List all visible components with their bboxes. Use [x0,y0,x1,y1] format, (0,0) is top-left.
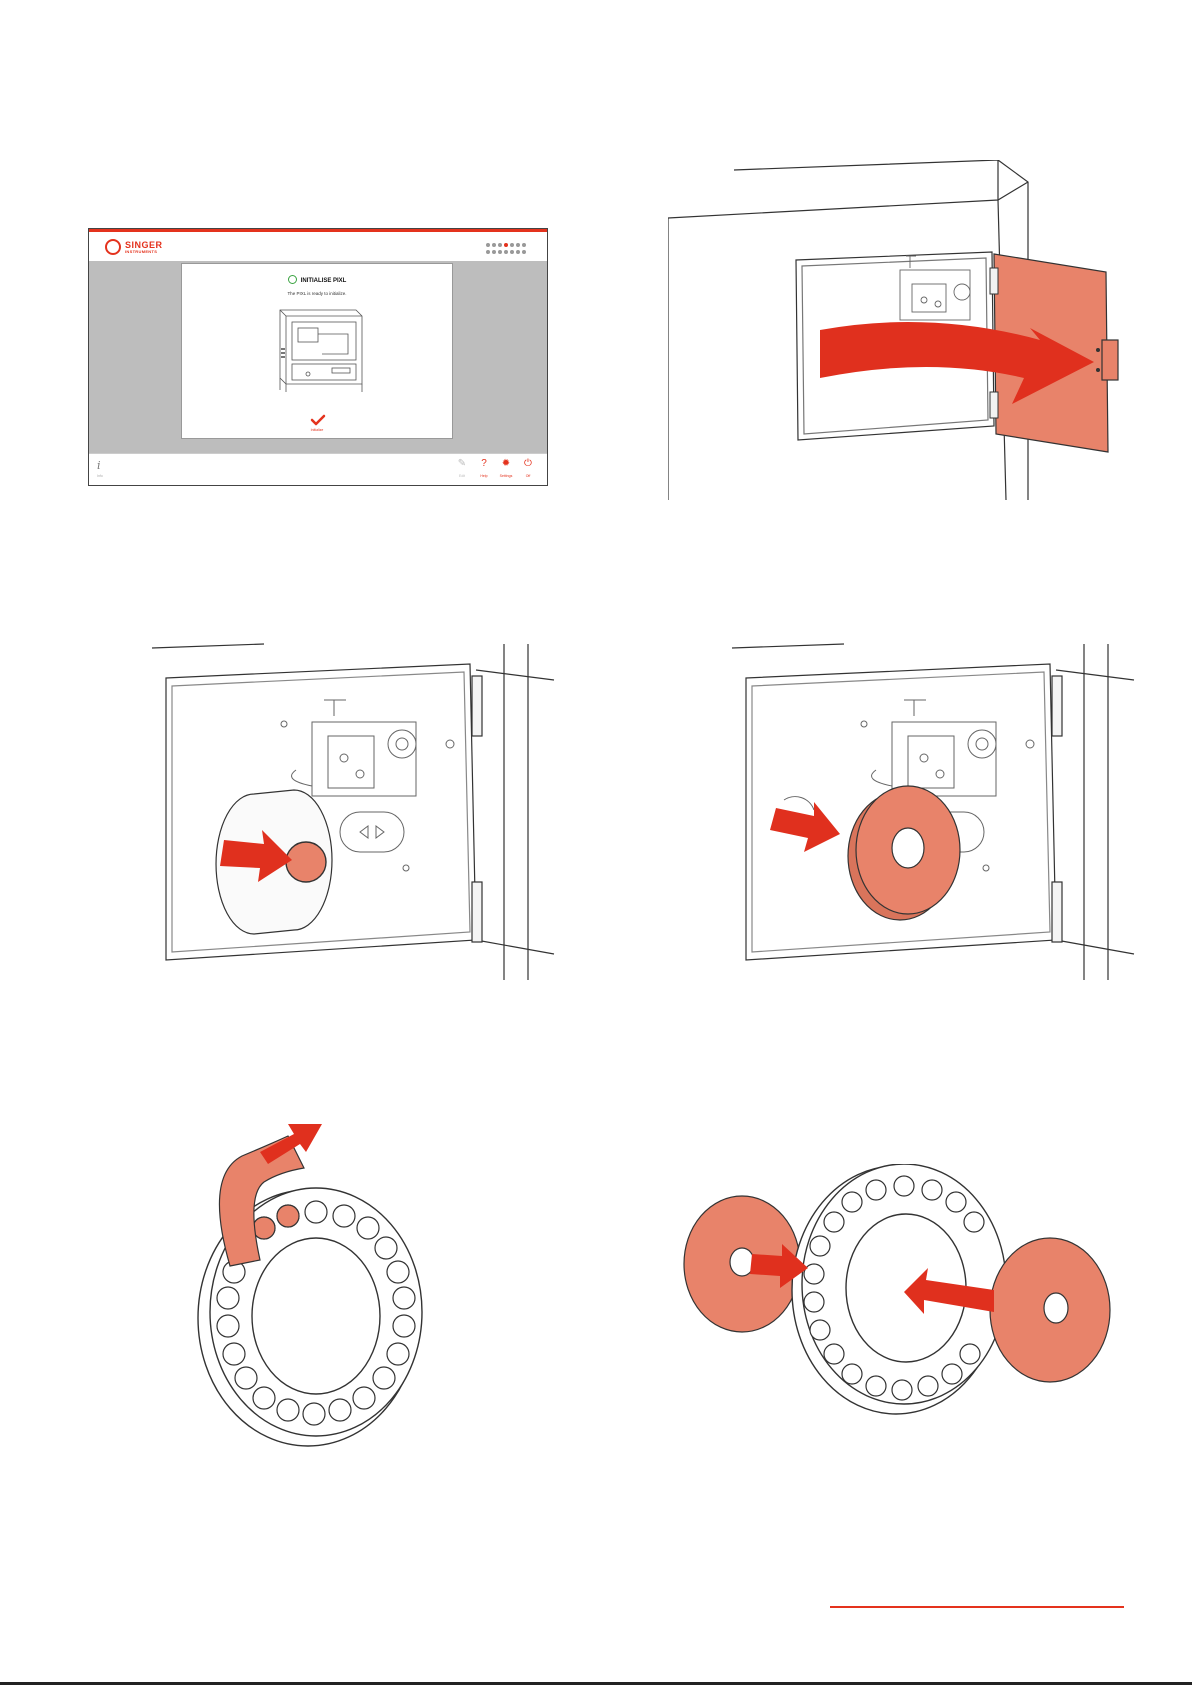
dialog-message: The PIXL is ready to initialize. [182,291,452,296]
step-attach-wheel [664,640,1144,980]
edit-button[interactable]: ✎ Edit [451,458,473,478]
step-open-door [668,160,1138,500]
footer-accent-rule [830,1606,1124,1608]
settings-label: Settings [495,474,517,478]
singer-logo: SINGER INSTRUMENTS [105,239,163,255]
initialise-dialog: INITIALISE PIXL The PIXL is ready to ini… [181,263,453,439]
attach-wheel-illustration [664,640,1144,980]
screen-content: INITIALISE PIXL The PIXL is ready to ini… [89,261,547,455]
initialise-screen: SINGER INSTRUMENTS INITIALISE PIXL The P… [88,228,548,486]
initialize-check-icon[interactable] [310,414,326,426]
wheel-hole [892,828,924,868]
pixl-instrument-illustration [268,304,368,396]
dialog-title: INITIALISE PIXL [182,276,452,285]
success-check-icon [288,275,297,284]
help-label: Help [473,474,495,478]
status-dots-icon [485,242,529,256]
edit-label: Edit [451,474,473,478]
help-button[interactable]: ? Help [473,458,495,478]
release-button [286,842,326,882]
power-icon: ⏻ [517,458,539,470]
settings-button[interactable]: ✹ Settings [495,458,517,478]
screen-toolbar: i Info ✎ Edit ? Help ✹ Settings ⏻ Off [89,453,547,485]
power-label: Off [517,474,539,478]
info-label: Info [97,474,103,478]
pencil-icon: ✎ [451,458,473,470]
power-button[interactable]: ⏻ Off [517,458,539,478]
screen-header: SINGER INSTRUMENTS [89,229,547,261]
peel-strip-illustration [184,1116,444,1456]
help-icon: ? [473,458,495,470]
logo-sub-text: INSTRUMENTS [125,250,163,254]
settings-icon: ✹ [495,458,517,470]
info-icon[interactable]: i [97,459,101,472]
step-insert-discs [680,1164,1130,1424]
attach-arrow-icon [770,802,840,852]
insert-discs-illustration [680,1164,1130,1424]
step-peel-strip [184,1116,444,1456]
initialize-button-label[interactable]: Initialize [182,428,452,432]
singer-logo-icon [105,239,121,255]
step-press-release-button [84,640,564,980]
release-button-illustration [84,640,564,980]
door-opening-illustration [668,160,1138,500]
